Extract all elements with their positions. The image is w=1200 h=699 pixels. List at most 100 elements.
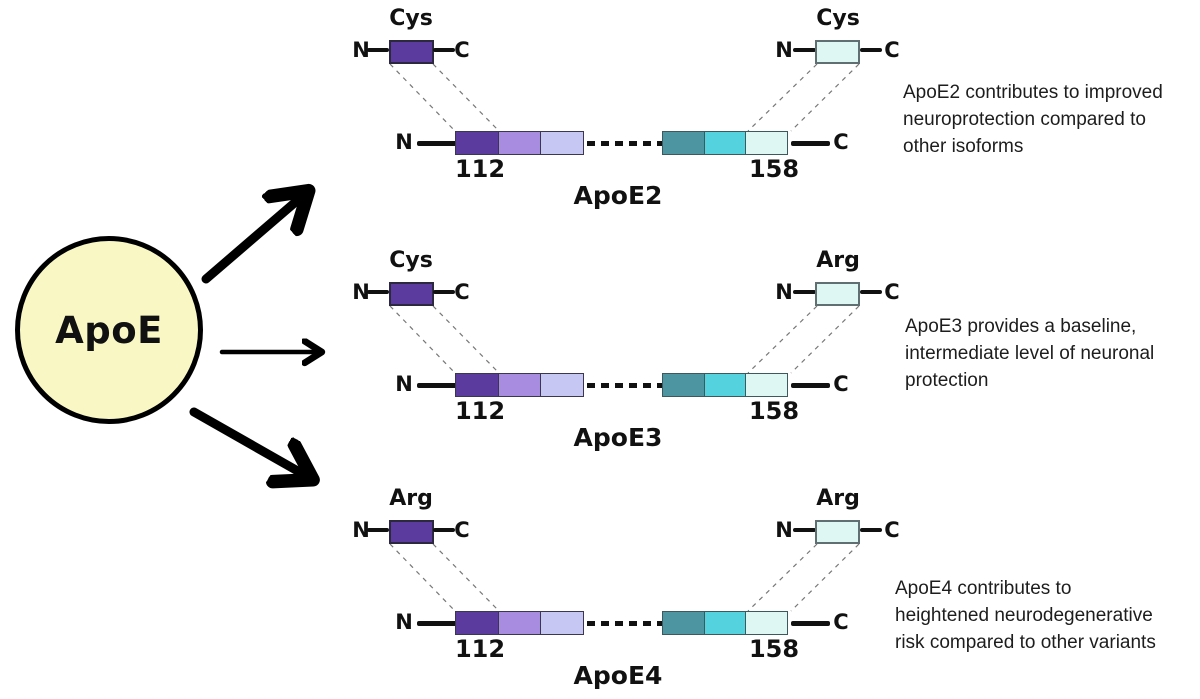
backbone-line <box>793 290 816 294</box>
arrow-to-apoe4 <box>189 407 310 478</box>
segment-112 <box>455 131 499 155</box>
right-motif-box <box>815 40 860 64</box>
arrow-to-apoe2 <box>201 193 306 284</box>
segment-158 <box>745 131 788 155</box>
segment <box>497 373 542 397</box>
c-terminus-label: C <box>833 610 849 634</box>
backbone-line <box>791 621 830 626</box>
backbone-line <box>433 48 455 52</box>
backbone-line <box>433 528 455 532</box>
backbone-line <box>417 383 457 388</box>
c-terminus-label: C <box>454 38 470 62</box>
left-residue-label: Cys <box>389 248 433 273</box>
left-motif-box <box>389 40 434 64</box>
backbone-line <box>367 290 389 294</box>
segment <box>540 373 584 397</box>
c-terminus-label: C <box>884 38 900 62</box>
backbone-line <box>791 141 830 146</box>
segment <box>703 611 747 635</box>
backbone-line <box>860 528 882 532</box>
c-terminus-label: C <box>833 372 849 396</box>
description-line: risk compared to other variants <box>895 632 1156 653</box>
segment <box>497 131 542 155</box>
left-residue-label: Arg <box>389 486 433 511</box>
n-domain-segments <box>455 373 584 397</box>
n-domain-segments <box>455 611 584 635</box>
backbone-line <box>793 528 816 532</box>
hinge-dashed-linker <box>587 621 662 626</box>
right-residue-label: Arg <box>816 486 860 511</box>
n-terminus-label: N <box>395 130 413 154</box>
position-112-label: 112 <box>454 397 506 425</box>
description-line: protection <box>905 370 989 391</box>
segment <box>703 373 747 397</box>
left-motif-box <box>389 520 434 544</box>
left-residue-label: Cys <box>389 6 433 31</box>
description-line: neuroprotection compared to <box>903 109 1146 130</box>
segment <box>662 611 705 635</box>
backbone-line <box>793 48 816 52</box>
segment <box>540 131 584 155</box>
right-residue-label: Cys <box>816 6 860 31</box>
segment <box>662 131 705 155</box>
position-112-label: 112 <box>454 155 506 183</box>
segment-112 <box>455 373 499 397</box>
backbone-line <box>367 48 389 52</box>
apoe3-description: ApoE3 provides a baseline, intermediate … <box>905 313 1200 394</box>
n-domain-segments <box>455 131 584 155</box>
hinge-dashed-linker <box>587 383 662 388</box>
description-line: other isoforms <box>903 136 1024 157</box>
apoe4-description: ApoE4 contributes to heightened neurodeg… <box>895 575 1200 656</box>
segment-158 <box>745 611 788 635</box>
backbone-line <box>417 141 457 146</box>
segment <box>540 611 584 635</box>
zoom-connectors <box>389 63 860 612</box>
n-terminus-label: N <box>395 610 413 634</box>
segment-158 <box>745 373 788 397</box>
c-terminus-label: C <box>833 130 849 154</box>
hinge-dashed-linker <box>587 141 662 146</box>
n-terminus-label: N <box>352 38 370 62</box>
position-158-label: 158 <box>748 635 800 663</box>
c-domain-segments <box>662 611 788 635</box>
isoform-row-apoe4: Arg N C Arg N C N C 112 158 ApoE4 <box>0 480 1200 699</box>
description-line: ApoE4 contributes to <box>895 578 1072 599</box>
description-line: intermediate level of neuronal <box>905 343 1155 364</box>
isoform-row-apoe2: Cys N C Cys N C N C 112 158 ApoE2 <box>0 0 1200 220</box>
c-terminus-label: C <box>454 280 470 304</box>
c-terminus-label: C <box>454 518 470 542</box>
backbone-line <box>417 621 457 626</box>
segment <box>662 373 705 397</box>
n-terminus-label: N <box>352 518 370 542</box>
isoform-row-apoe3: Cys N C Arg N C N C 112 158 ApoE3 <box>0 242 1200 462</box>
segment <box>497 611 542 635</box>
c-domain-segments <box>662 373 788 397</box>
description-line: heightened neurodegenerative <box>895 605 1153 626</box>
position-158-label: 158 <box>748 155 800 183</box>
apoe-hub-circle: ApoE <box>15 236 203 424</box>
right-motif-box <box>815 282 860 306</box>
position-112-label: 112 <box>454 635 506 663</box>
hub-arrows <box>189 193 320 478</box>
apoe2-description: ApoE2 contributes to improved neuroprote… <box>903 79 1200 160</box>
left-motif-box <box>389 282 434 306</box>
n-terminus-label: N <box>775 280 793 304</box>
c-terminus-label: C <box>884 280 900 304</box>
description-line: ApoE2 contributes to improved <box>903 82 1163 103</box>
n-terminus-label: N <box>352 280 370 304</box>
isoform-name-label: ApoE2 <box>573 181 663 210</box>
backbone-line <box>791 383 830 388</box>
backbone-line <box>367 528 389 532</box>
isoform-name-label: ApoE3 <box>573 423 663 452</box>
right-residue-label: Arg <box>816 248 860 273</box>
segment <box>703 131 747 155</box>
n-terminus-label: N <box>395 372 413 396</box>
segment-112 <box>455 611 499 635</box>
position-158-label: 158 <box>748 397 800 425</box>
backbone-line <box>433 290 455 294</box>
n-terminus-label: N <box>775 518 793 542</box>
description-line: ApoE3 provides a baseline, <box>905 316 1137 337</box>
right-motif-box <box>815 520 860 544</box>
